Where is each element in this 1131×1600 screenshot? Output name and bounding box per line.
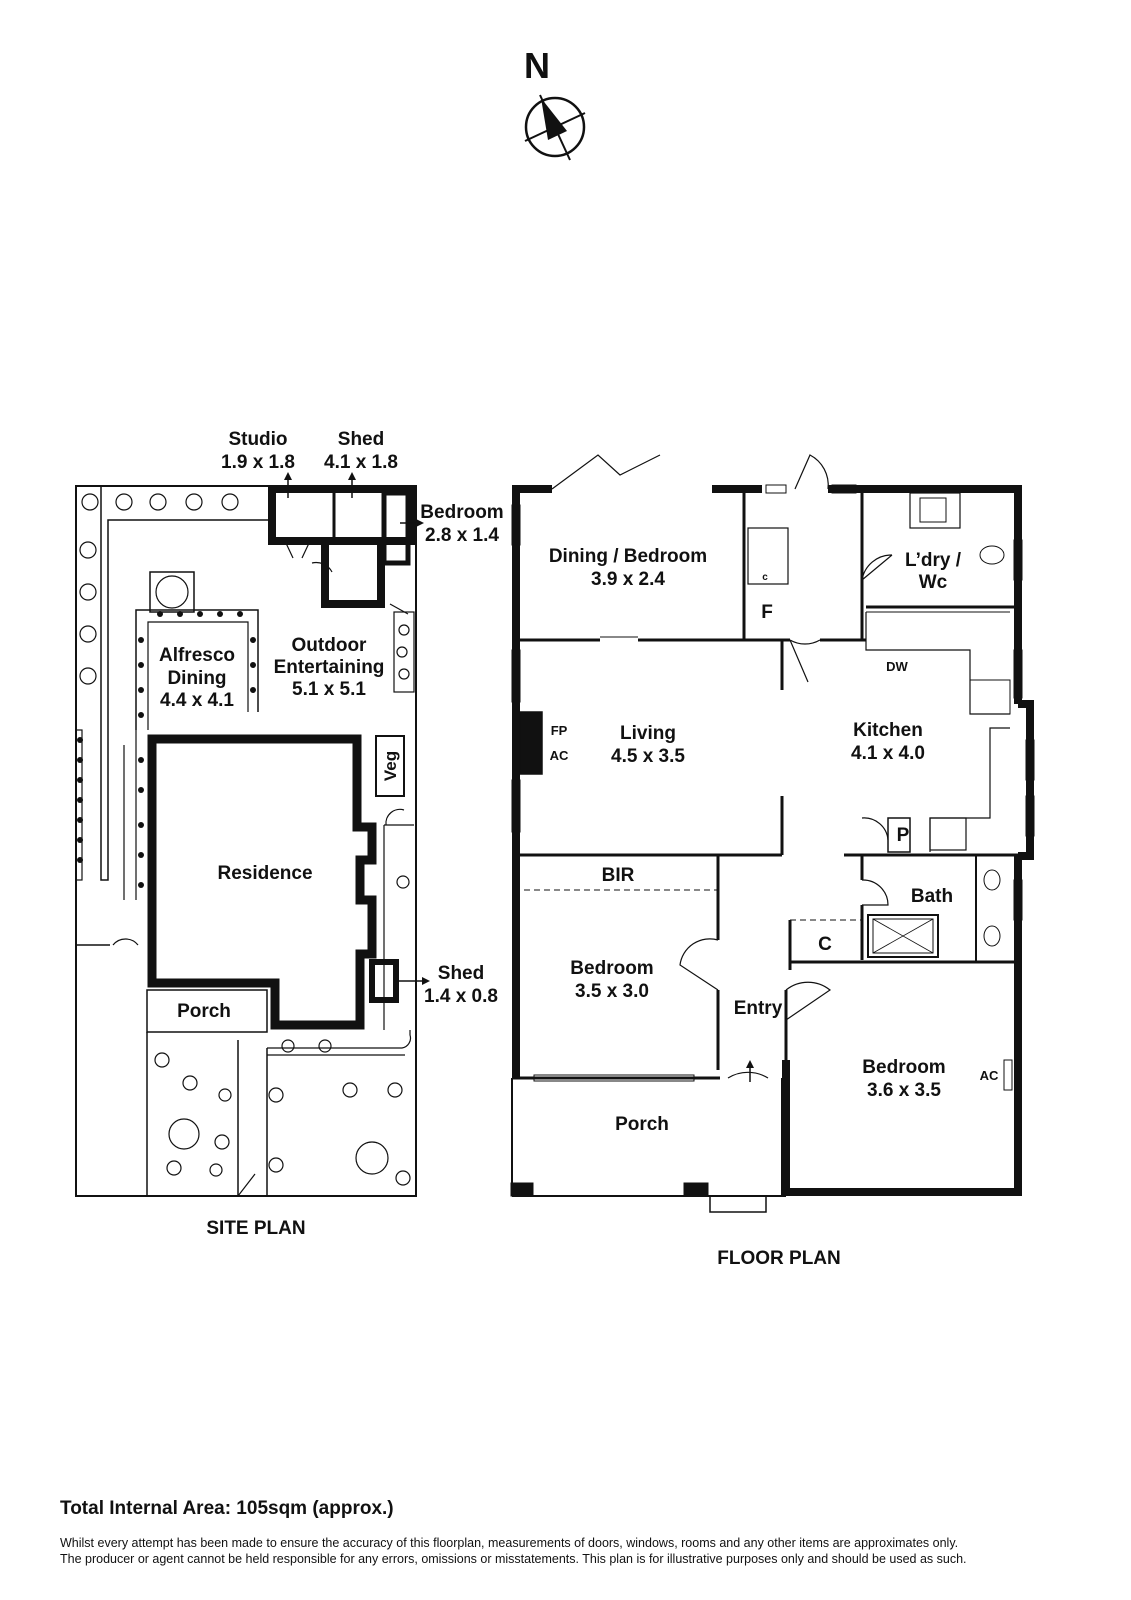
disclaimer: Whilst every attempt has been made to en… — [60, 1535, 1100, 1567]
small-shed — [369, 959, 430, 1003]
total-area: Total Internal Area: 105sqm (approx.) — [60, 1498, 394, 1519]
laundry-label-2: Wc — [919, 572, 948, 593]
porch-label: Porch — [615, 1114, 669, 1135]
site-boundary — [75, 485, 417, 1197]
studio-label: Studio — [228, 429, 287, 450]
hedge-dots — [77, 611, 256, 888]
shed-dims: 4.1 x 1.8 — [324, 452, 398, 473]
bedroom-ac-label: AC — [980, 1068, 999, 1083]
pantry-label: P — [897, 825, 910, 846]
interior-walls — [516, 489, 1018, 1070]
veg-label: Veg — [381, 751, 400, 781]
floorplan-drawing: N — [75, 45, 1035, 1269]
site-plan-title: SITE PLAN — [206, 1218, 305, 1239]
outdoor-label-1: Outdoor — [292, 635, 368, 656]
site-bedroom-dims: 2.8 x 1.4 — [425, 525, 499, 546]
shrub-icons — [79, 493, 411, 1186]
fridge-label: F — [761, 602, 773, 623]
laundry-label-1: L’dry / — [905, 550, 962, 571]
outdoor-dims: 5.1 x 5.1 — [292, 679, 366, 700]
kitchen-dims: 4.1 x 4.0 — [851, 743, 925, 764]
outer-walls — [510, 485, 1034, 1213]
door-swings — [551, 454, 893, 1079]
bir-label: BIR — [602, 865, 635, 886]
bedroom-2-label: Bedroom — [862, 1057, 945, 1078]
floor-plan-title: FLOOR PLAN — [717, 1248, 841, 1269]
disclaimer-line-2: The producer or agent cannot be held res… — [60, 1552, 967, 1566]
windows — [511, 484, 1035, 1196]
living-ac-label: AC — [550, 748, 569, 763]
site-plan: Studio 1.9 x 1.8 Shed 4.1 x 1.8 Bedroom … — [75, 429, 504, 1239]
kitchen-label: Kitchen — [853, 720, 923, 741]
alfresco-area — [123, 571, 259, 900]
alfresco-label-1: Alfresco — [159, 645, 235, 666]
compass: N — [524, 45, 586, 161]
hall-cupboard-label: c — [762, 572, 768, 583]
residence-footprint — [147, 734, 414, 1030]
bath-label: Bath — [911, 886, 953, 907]
entry-arrow-icon — [746, 1060, 754, 1082]
entry-label: Entry — [734, 998, 783, 1019]
living-label: Living — [620, 723, 676, 744]
studio-dims: 1.9 x 1.8 — [221, 452, 295, 473]
small-shed-dims: 1.4 x 0.8 — [424, 986, 498, 1007]
dining-bedroom-dims: 3.9 x 2.4 — [591, 569, 665, 590]
dishwasher-label: DW — [886, 659, 908, 674]
bedroom-1-label: Bedroom — [570, 958, 653, 979]
dining-bedroom-label: Dining / Bedroom — [549, 546, 707, 567]
veg-bed: Veg — [375, 735, 405, 797]
bath-cupboard-label: C — [818, 934, 832, 955]
north-arrow-icon — [524, 94, 586, 161]
alfresco-label-2: Dining — [167, 668, 226, 689]
floor-plan: Dining / Bedroom 3.9 x 2.4 L’dry / Wc Li… — [510, 454, 1035, 1269]
living-dims: 4.5 x 3.5 — [611, 746, 685, 767]
bedroom-1-dims: 3.5 x 3.0 — [575, 981, 649, 1002]
north-label: N — [524, 45, 550, 86]
fireplace-label: FP — [551, 723, 568, 738]
site-porch-label: Porch — [177, 1001, 231, 1022]
residence-label: Residence — [217, 863, 312, 884]
small-shed-label: Shed — [438, 963, 484, 984]
outdoor-label-2: Entertaining — [274, 657, 385, 678]
site-porch — [146, 989, 412, 1197]
bedroom-2-dims: 3.6 x 3.5 — [867, 1080, 941, 1101]
site-bedroom-label: Bedroom — [420, 502, 503, 523]
alfresco-dims: 4.4 x 4.1 — [160, 690, 234, 711]
shed-label: Shed — [338, 429, 384, 450]
disclaimer-line-1: Whilst every attempt has been made to en… — [60, 1536, 959, 1550]
outbuildings — [268, 472, 424, 615]
